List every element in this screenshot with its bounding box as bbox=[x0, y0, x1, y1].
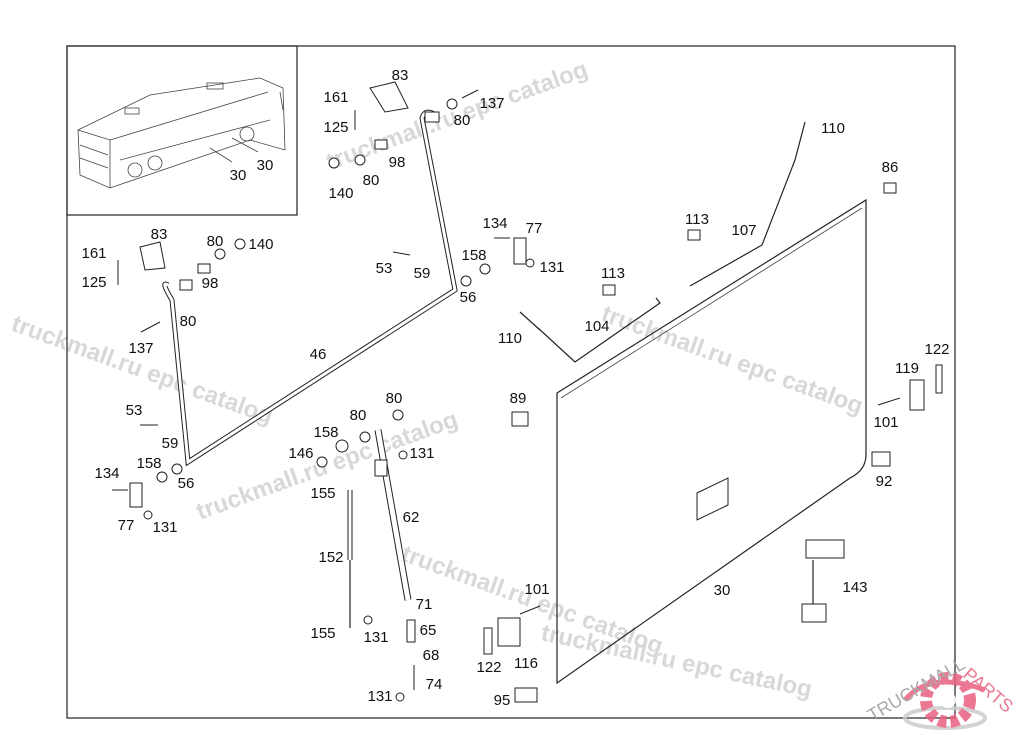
callout-label: 161 bbox=[323, 89, 348, 106]
wire-104 bbox=[537, 297, 661, 363]
callout-label: 140 bbox=[248, 236, 273, 253]
small-parts bbox=[112, 81, 943, 703]
callout-label: 62 bbox=[403, 509, 420, 526]
bus-overview-illustration bbox=[77, 77, 286, 189]
inset-frame bbox=[66, 45, 298, 216]
callout-label: 56 bbox=[460, 289, 477, 306]
callout-label: 59 bbox=[162, 435, 179, 452]
inset-labels: 30 30 bbox=[230, 157, 274, 184]
callout-label: 146 bbox=[288, 445, 313, 462]
callout-label: 125 bbox=[81, 274, 106, 291]
callout-label: 155 bbox=[310, 625, 335, 642]
callout-label: 92 bbox=[876, 473, 893, 490]
callout-label: 143 bbox=[842, 579, 867, 596]
support-rod bbox=[374, 429, 412, 601]
callout-label: 110 bbox=[498, 330, 522, 347]
callout-label: 131 bbox=[367, 688, 392, 705]
callout-labels: 83 161 125 137 80 98 80 140 83 161 80 140 125 98 80 137… bbox=[81, 67, 949, 709]
callout-label: 122 bbox=[924, 341, 949, 358]
wire-107 bbox=[689, 121, 806, 287]
callout-label: 86 bbox=[882, 159, 899, 176]
callout-label: 116 bbox=[514, 655, 538, 672]
callout-label: 30 bbox=[714, 582, 731, 599]
diagram-frame bbox=[66, 45, 956, 719]
callout-label: 137 bbox=[128, 340, 153, 357]
callout-label: 113 bbox=[685, 211, 709, 228]
callout-label: 140 bbox=[328, 185, 353, 202]
callout-label: 95 bbox=[494, 692, 511, 709]
callout-label: 80 bbox=[180, 313, 197, 330]
inset-callout-label: 30 bbox=[257, 157, 274, 174]
callout-label: 98 bbox=[389, 154, 406, 171]
callout-label: 104 bbox=[584, 318, 609, 335]
callout-label: 113 bbox=[601, 265, 625, 282]
callout-label: 119 bbox=[895, 360, 919, 377]
callout-label: 46 bbox=[310, 346, 327, 363]
callout-label: 158 bbox=[461, 247, 486, 264]
callout-label: 158 bbox=[136, 455, 161, 472]
callout-label: 137 bbox=[479, 95, 504, 112]
truckmall-logo: TRUCKMALL PARTS bbox=[864, 654, 1017, 730]
callout-label: 77 bbox=[526, 220, 543, 237]
callout-label: 56 bbox=[178, 475, 195, 492]
callout-label: 80 bbox=[363, 172, 380, 189]
callout-label: 53 bbox=[376, 260, 393, 277]
callout-label: 80 bbox=[386, 390, 403, 407]
callout-label: 158 bbox=[313, 424, 338, 441]
wire-end bbox=[519, 311, 541, 331]
callout-label: 131 bbox=[409, 445, 434, 462]
callout-label: 152 bbox=[318, 549, 343, 566]
callout-label: 77 bbox=[118, 517, 135, 534]
callout-label: 59 bbox=[414, 265, 431, 282]
callout-label: 68 bbox=[423, 647, 440, 664]
callout-label: 80 bbox=[454, 112, 471, 129]
callout-label: 107 bbox=[731, 222, 756, 239]
callout-label: 98 bbox=[202, 275, 219, 292]
inset-callout-label: 30 bbox=[230, 167, 247, 184]
callout-label: 80 bbox=[350, 407, 367, 424]
callout-label: 80 bbox=[207, 233, 224, 250]
callout-label: 101 bbox=[524, 581, 549, 598]
callout-label: 71 bbox=[416, 596, 433, 613]
callout-label: 110 bbox=[821, 120, 845, 137]
callout-label: 83 bbox=[151, 226, 168, 243]
callout-label: 101 bbox=[873, 414, 898, 431]
callout-label: 134 bbox=[482, 215, 507, 232]
callout-label: 125 bbox=[323, 119, 348, 136]
callout-label: 122 bbox=[476, 659, 501, 676]
callout-label: 131 bbox=[363, 629, 388, 646]
logo-text-left: TRUCKMALL bbox=[864, 654, 968, 726]
callout-label: 53 bbox=[126, 402, 143, 419]
callout-label: 131 bbox=[539, 259, 564, 276]
watermark-text: truckmall.ru epc catalog bbox=[539, 619, 815, 703]
callout-label: 89 bbox=[510, 390, 527, 407]
side-flap-panel bbox=[556, 198, 867, 685]
callout-label: 161 bbox=[81, 245, 106, 262]
callout-label: 155 bbox=[310, 485, 335, 502]
callout-label: 74 bbox=[426, 676, 443, 693]
callout-label: 134 bbox=[94, 465, 119, 482]
callout-label: 65 bbox=[420, 622, 437, 639]
callout-label: 83 bbox=[392, 67, 409, 84]
callout-label: 131 bbox=[152, 519, 177, 536]
